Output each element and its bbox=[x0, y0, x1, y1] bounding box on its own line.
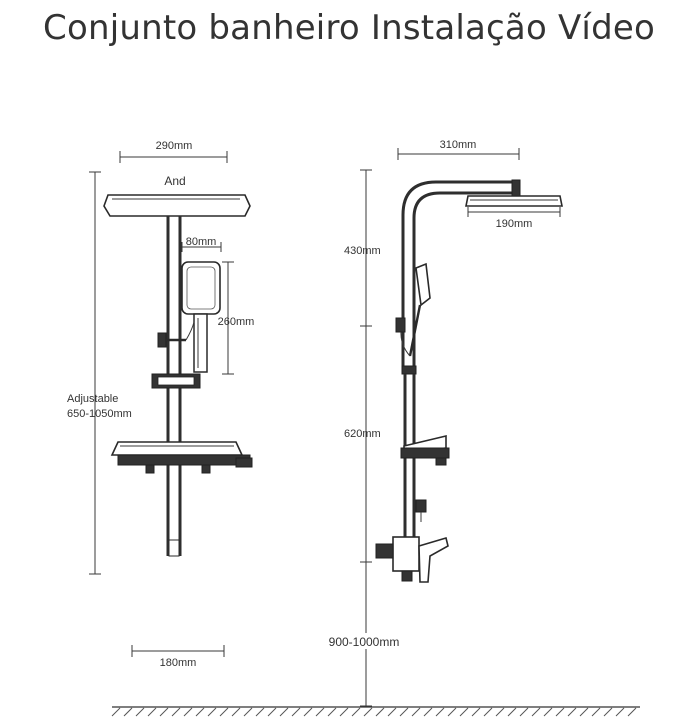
valve-knob bbox=[375, 543, 394, 559]
adjustable-label-line1: Adjustable bbox=[67, 393, 118, 405]
top-width-label: 290mm bbox=[156, 140, 193, 152]
handheld-shower-side bbox=[415, 262, 431, 307]
shelf-base bbox=[117, 454, 251, 466]
handheld-height-label: 260mm bbox=[218, 316, 255, 328]
rain-shower-head-side bbox=[465, 195, 563, 207]
middle-height-label: 620mm bbox=[344, 428, 381, 440]
head-diameter-label: 190mm bbox=[496, 218, 533, 230]
page-title: Conjunto banheiro Instalação Vídeo bbox=[43, 8, 655, 48]
handheld-width-label: 80mm bbox=[186, 236, 217, 248]
sprayer-holder bbox=[415, 499, 427, 513]
shower-arm bbox=[401, 180, 514, 370]
head-label: And bbox=[164, 174, 185, 188]
rain-shower-head bbox=[103, 194, 251, 217]
floor bbox=[111, 706, 640, 717]
floor-height-label: 900-1000mm bbox=[329, 635, 400, 649]
adjustable-label-line2: 650-1050mm bbox=[67, 408, 132, 420]
mixer-handle bbox=[418, 536, 449, 583]
arm-connector bbox=[511, 179, 521, 197]
upper-height-label: 430mm bbox=[344, 245, 381, 257]
side-view: 310mm 190mm 430mm 620mm bbox=[316, 139, 563, 707]
front-view: 290mm And 80mm 260mm bbox=[67, 140, 254, 669]
shelf bbox=[110, 441, 244, 456]
bottom-width-label: 180mm bbox=[160, 657, 197, 669]
diverter-knob bbox=[395, 317, 406, 333]
mixer-valve bbox=[392, 536, 420, 572]
handheld-handle bbox=[193, 313, 208, 373]
hose-connector bbox=[157, 332, 167, 348]
arm-width-label: 310mm bbox=[440, 139, 477, 151]
